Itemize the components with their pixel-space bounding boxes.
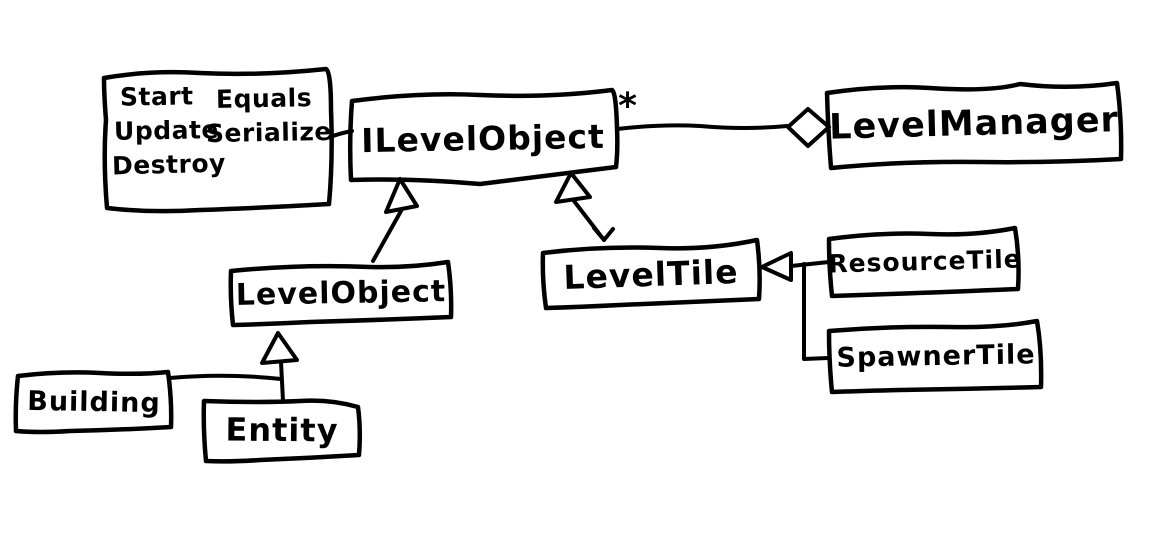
- levelmanager-box-outline: [824, 80, 1124, 171]
- class-label-levelobject: LevelObject: [235, 273, 447, 313]
- class-label-levelmanager: LevelManager: [828, 100, 1120, 148]
- class-label-entity: Entity: [225, 410, 339, 450]
- spawnertile-box-outline: [826, 318, 1044, 395]
- class-label-spawnertile: SpawnerTile: [836, 338, 1036, 374]
- edge-resourcetile-inherits: [789, 260, 831, 268]
- method-label-update: Update: [113, 115, 220, 146]
- aggregation-diamond-icon: [786, 107, 831, 148]
- leveltile-box-outline: [540, 237, 762, 311]
- ilevelobject-box-outline: [347, 87, 620, 187]
- edge-note-attachment: [328, 129, 354, 139]
- edge-entity-inherits: [279, 360, 285, 403]
- edge-levelobject-inherits: [371, 209, 403, 263]
- class-label-leveltile: LevelTile: [562, 251, 740, 297]
- class-label-ilevelobject: ILevelObject: [360, 116, 606, 160]
- edge-leveltile-inherits: [572, 199, 615, 242]
- inheritance-triangle-icon: [384, 177, 419, 214]
- method-label-serialize: Serialize: [205, 116, 333, 149]
- method-label-start: Start: [119, 81, 194, 112]
- building-box-outline: [13, 369, 174, 435]
- edge-building-inherits: [168, 373, 283, 381]
- multiplicity-star: *: [618, 85, 638, 127]
- methods-note-outline: [101, 66, 334, 214]
- method-label-destroy: Destroy: [111, 148, 227, 181]
- inheritance-triangle-icon: [760, 251, 793, 282]
- entity-box-outline: [201, 398, 363, 464]
- method-label-equals: Equals: [215, 83, 313, 114]
- class-label-building: Building: [27, 385, 161, 419]
- edge-spawnertile-inherits: [802, 262, 830, 361]
- edge-aggregation-line: [615, 123, 789, 131]
- class-label-resourcetile: ResourceTile: [827, 243, 1023, 279]
- levelobject-box-outline: [228, 259, 454, 328]
- inheritance-triangle-icon: [554, 171, 592, 204]
- inheritance-triangle-icon: [260, 331, 299, 365]
- resourcetile-box-outline: [826, 225, 1021, 299]
